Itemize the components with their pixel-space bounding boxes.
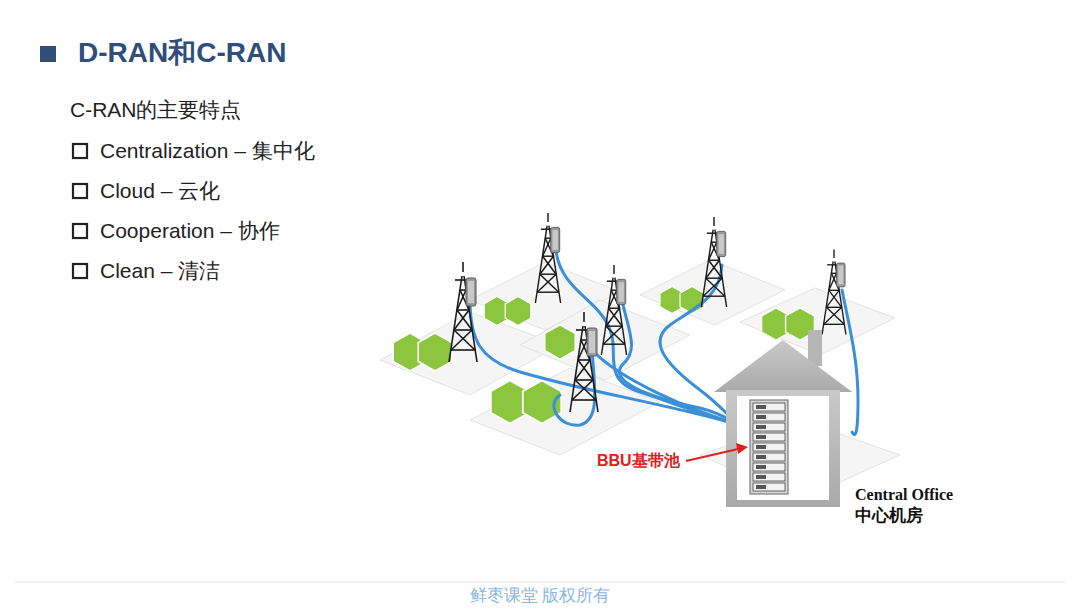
feature-item: Cooperation – 协作 [100, 218, 280, 243]
watermark: 鲜枣课堂 版权所有 [470, 586, 611, 606]
title-bullet [40, 46, 56, 62]
bbu-pointer [686, 443, 748, 461]
feature-item: Cloud – 云化 [100, 178, 220, 203]
feature-item: Clean – 清洁 [100, 258, 220, 283]
ground-plates [380, 260, 900, 500]
building-label: 中心机房 [855, 506, 923, 526]
bbu-pool-label: BBU基带池 [597, 451, 680, 470]
checkboxes [73, 144, 87, 278]
building-label: Central Office [855, 485, 953, 504]
feature-item: Centralization – 集中化 [100, 138, 315, 163]
section-heading: C-RAN的主要特点 [70, 97, 242, 122]
footer-rule [15, 582, 1065, 583]
bbu-rack [753, 403, 785, 491]
central-office-building [714, 330, 852, 507]
slide-title: D-RAN和C-RAN [78, 36, 286, 70]
